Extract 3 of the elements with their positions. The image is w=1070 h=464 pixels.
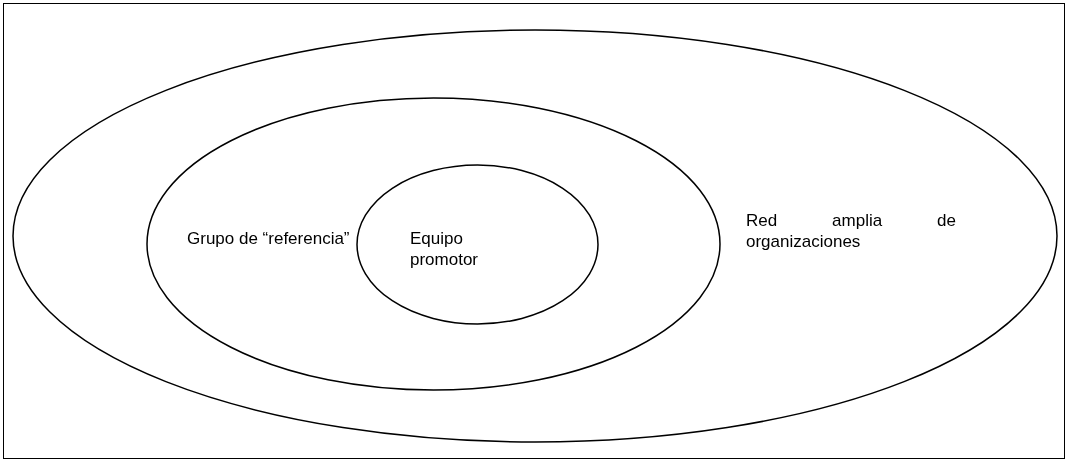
ellipse-label: Grupo de “referencia” [187, 228, 351, 249]
ellipse-label: Equipo promotor [410, 228, 480, 270]
ellipse-label: Red amplia de organizaciones [746, 210, 956, 252]
